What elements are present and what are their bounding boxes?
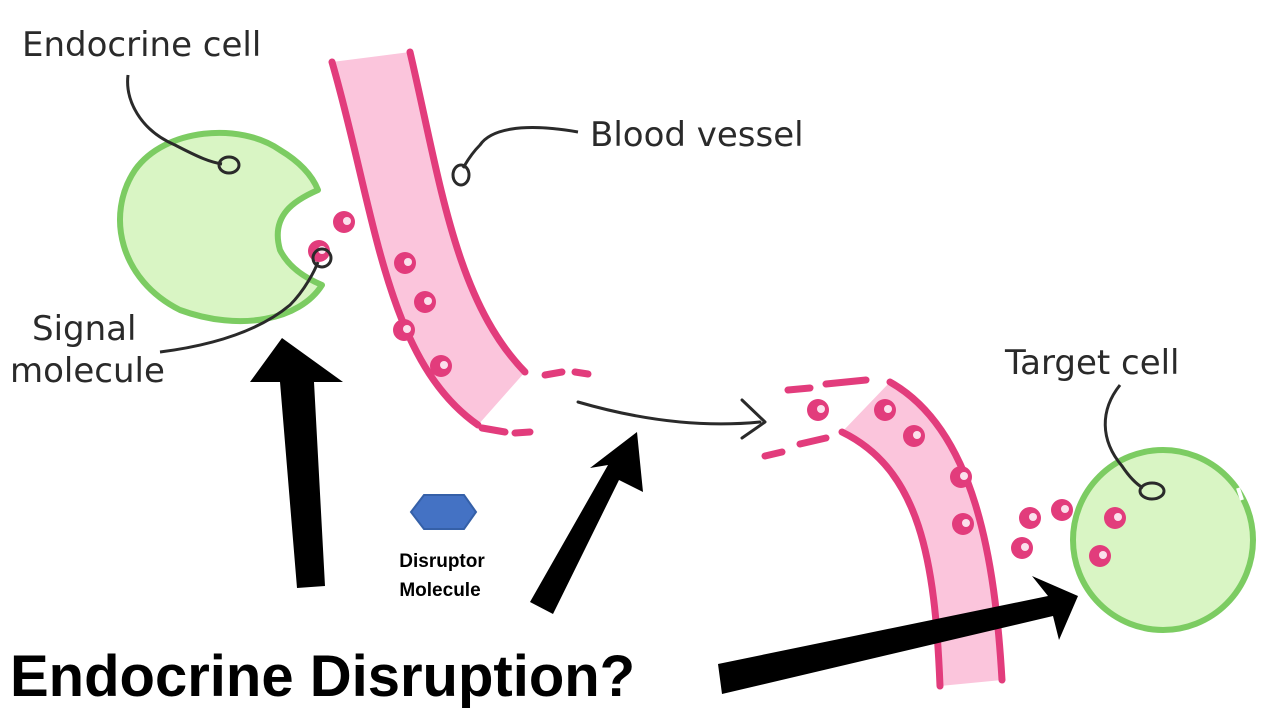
signal-molecule-core xyxy=(884,405,892,413)
page-title: Endocrine Disruption? xyxy=(10,644,635,709)
signal-molecules xyxy=(308,211,1126,567)
vessel-lower-dash-top xyxy=(784,376,870,394)
signal-molecule-core xyxy=(404,258,412,266)
signal-molecule-core xyxy=(1021,543,1029,551)
signal-molecule-core xyxy=(817,405,825,413)
vessel-lower-wall-top xyxy=(886,378,1006,684)
leader-signal-molecule xyxy=(159,261,320,354)
vessel-upper-wall-right xyxy=(406,48,529,376)
label-signal-line1: Signal xyxy=(32,309,136,349)
leader-endocrine xyxy=(126,74,223,166)
signal-molecule-core xyxy=(343,217,351,225)
vessel-upper-dash-bottom xyxy=(478,424,534,437)
target-cell xyxy=(1070,447,1256,633)
vessel-upper-dash-top xyxy=(541,368,592,379)
arrow-to-blood-vessel xyxy=(530,432,643,614)
signal-molecule-core xyxy=(1099,551,1107,559)
target-cell-notch xyxy=(1236,487,1244,501)
signal-molecule-core xyxy=(403,325,411,333)
vessel-lower-dash-bottom xyxy=(761,434,830,460)
endocrine-cell xyxy=(117,129,325,324)
flow-arrow xyxy=(576,398,767,440)
label-disruptor-line1: Disruptor xyxy=(399,551,485,572)
signal-molecule-core xyxy=(962,519,970,527)
vessel-upper-wall-left xyxy=(328,58,482,429)
vessel-upper-body xyxy=(332,52,525,425)
leader-lines xyxy=(126,74,1166,501)
blood-vessel-upper xyxy=(328,48,592,437)
leader-blood-vessel xyxy=(461,126,579,169)
signal-molecule-core xyxy=(1114,513,1122,521)
label-endocrine-cell: Endocrine cell xyxy=(22,25,261,65)
signal-molecule-core xyxy=(1061,505,1069,513)
label-disruptor-line2: Molecule xyxy=(399,580,480,601)
arrow-to-endocrine-cell xyxy=(250,338,343,588)
label-blood-vessel: Blood vessel xyxy=(590,115,804,155)
black-arrows xyxy=(250,338,1078,694)
signal-molecule-core xyxy=(1029,513,1037,521)
label-target-cell: Target cell xyxy=(1004,343,1180,383)
label-signal-line2: molecule xyxy=(10,351,165,391)
leader-target-cell xyxy=(1103,384,1144,490)
signal-molecule-core xyxy=(424,297,432,305)
signal-molecule-core xyxy=(440,361,448,369)
signal-molecule-core xyxy=(913,431,921,439)
disruptor-molecule-icon xyxy=(409,494,478,530)
arrow-to-target-cell xyxy=(718,576,1078,694)
signal-molecule-core xyxy=(960,472,968,480)
